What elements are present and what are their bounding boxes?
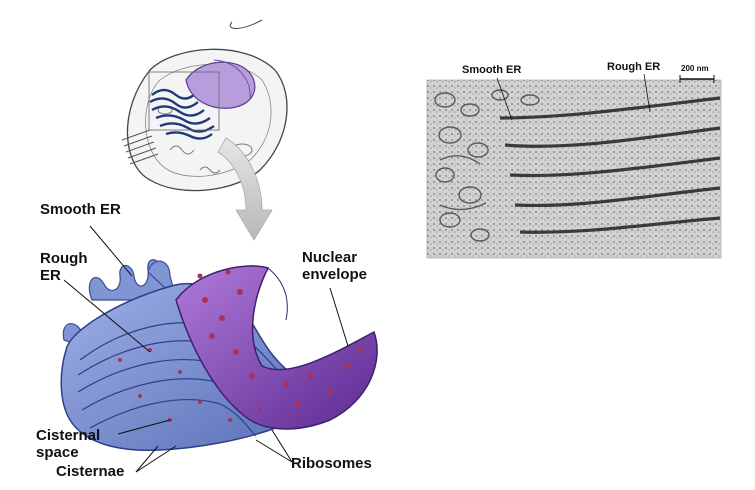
- label-smooth-er: Smooth ER: [40, 201, 121, 218]
- er-illustration: [60, 259, 378, 452]
- label-cisternal-line1: Cisternal: [36, 427, 101, 444]
- label-cisternae: Cisternae: [56, 463, 125, 480]
- label-ribosomes: Ribosomes: [291, 455, 372, 472]
- micro-label-rough-er: Rough ER: [607, 61, 661, 73]
- zoom-arrow: [217, 137, 273, 241]
- label-rough-er-line1: Rough: [40, 250, 88, 267]
- cell-overview: [121, 19, 288, 192]
- label-cisternal-line2: space: [36, 444, 79, 461]
- micro-scale-bar-label: 200 nm: [681, 64, 709, 73]
- micrograph: [426, 73, 722, 259]
- leader-lines: [63, 225, 349, 473]
- label-nuclear-line2: envelope: [302, 266, 368, 283]
- label-nuclear-line1: Nuclear: [302, 249, 358, 266]
- micro-label-smooth-er: Smooth ER: [462, 64, 522, 76]
- label-rough-er-line2: ER: [40, 267, 61, 284]
